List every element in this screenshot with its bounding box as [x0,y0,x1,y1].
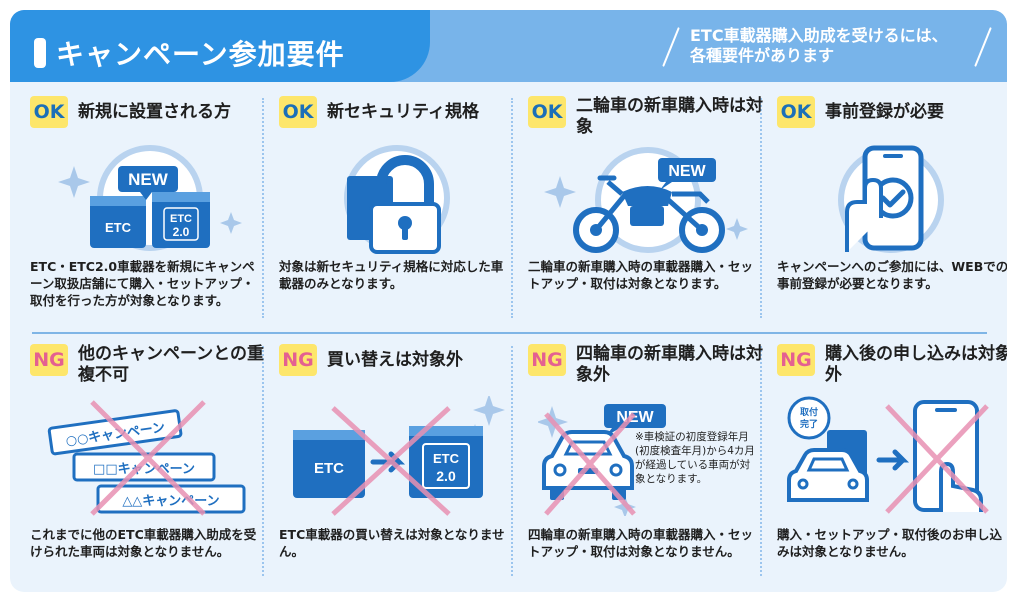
header-bar: キャンペーン参加要件 ETC車載器購入助成を受けるには、 各種要件があります [10,10,1007,82]
padlock-icon [289,134,509,254]
new-label: NEW [128,170,169,189]
etc-devices-new-icon: NEW ETC ETC 2.0 [40,134,260,254]
card-description: 対象は新セキュリティ規格に対応した車載器のみとなります。 [279,259,504,291]
card-title: 他のキャンペーンとの重複不可 [78,344,264,385]
card-title: 買い替えは対象外 [327,350,463,370]
column-divider [511,98,513,318]
after-purchase-crossed-icon: 取付 完了 [787,396,1007,516]
row-divider [32,332,987,334]
etc2-label-bottom: 2.0 [173,225,190,239]
ng-badge: NG [279,344,317,376]
column-divider [262,98,264,318]
car-new-crossed-icon: NEW [538,396,758,516]
column-divider [511,346,513,576]
ok-badge: OK [30,96,68,128]
header-slash-left [662,27,680,67]
ng-badge: NG [528,344,566,376]
etc-replacement-crossed-icon: ETC ETC 2.0 [289,396,509,516]
ng-badge: NG [30,344,68,376]
card-title: 四輪車の新車購入時は対象外 [576,344,763,385]
requirements-panel: キャンペーン参加要件 ETC車載器購入助成を受けるには、 各種要件があります O… [10,10,1007,592]
new-label: NEW [668,163,706,180]
ok-badge: OK [528,96,566,128]
page-title: キャンペーン参加要件 [56,38,345,71]
etc2-label-bottom: 2.0 [436,468,456,484]
column-divider [760,98,762,318]
card-title: 購入後の申し込みは対象外 [825,344,1007,385]
card-title: 二輪車の新車購入時は対象 [576,96,763,137]
etc-label: ETC [105,220,132,235]
card-description: 四輪車の新車購入時の車載器購入・セットアップ・取付は対象となりません。 [528,527,754,559]
done-label-bottom: 完了 [800,418,818,430]
header-title-tab [10,10,430,82]
card-description: ETC車載器の買い替えは対象となりません。 [279,527,505,559]
campaign-tickets-crossed-icon: ○○キャンペーン □□キャンペーン △△キャンペーン [40,396,260,516]
header-slash-right [974,27,992,67]
card-description: ETC・ETC2.0車載器を新規にキャンペーン取扱店舗にて購入・セットアップ・取… [30,259,255,308]
etc2-label-top: ETC [433,451,460,466]
card-title: 新規に設置される方 [78,102,231,122]
header-note: ETC車載器購入助成を受けるには、 各種要件があります [690,26,948,66]
card-description: キャンペーンへのご参加には、WEBでの事前登録が必要となります。 [777,259,1007,291]
column-divider [760,346,762,576]
header-note-line1: ETC車載器購入助成を受けるには、 [690,26,948,45]
header-marker [34,38,46,68]
ticket-label: △△キャンペーン [122,494,219,509]
smartphone-check-icon [787,134,1007,254]
ticket-label: □□キャンペーン [93,462,195,477]
ng-badge: NG [777,344,815,376]
ok-badge: OK [777,96,815,128]
etc2-label-top: ETC [170,213,192,225]
card-description: これまでに他のETC車載器購入助成を受けられた車両は対象となりません。 [30,527,257,559]
motorcycle-new-icon: NEW [538,134,758,254]
card-description: 二輪車の新車購入時の車載器購入・セットアップ・取付は対象となります。 [528,259,754,291]
column-divider [262,346,264,576]
etc-label: ETC [314,460,344,477]
card-title: 事前登録が必要 [825,102,944,122]
ok-badge: OK [279,96,317,128]
eligibility-note: ※車検証の初度登録年月(初度検査年月)から4カ月が経過している車両が対象となりま… [635,431,755,485]
header-note-line2: 各種要件があります [690,46,835,65]
done-label-top: 取付 [800,406,818,418]
new-label: NEW [616,409,654,426]
card-description: 購入・セットアップ・取付後のお申し込みは対象となりません。 [777,527,1003,559]
card-title: 新セキュリティ規格 [327,102,479,122]
